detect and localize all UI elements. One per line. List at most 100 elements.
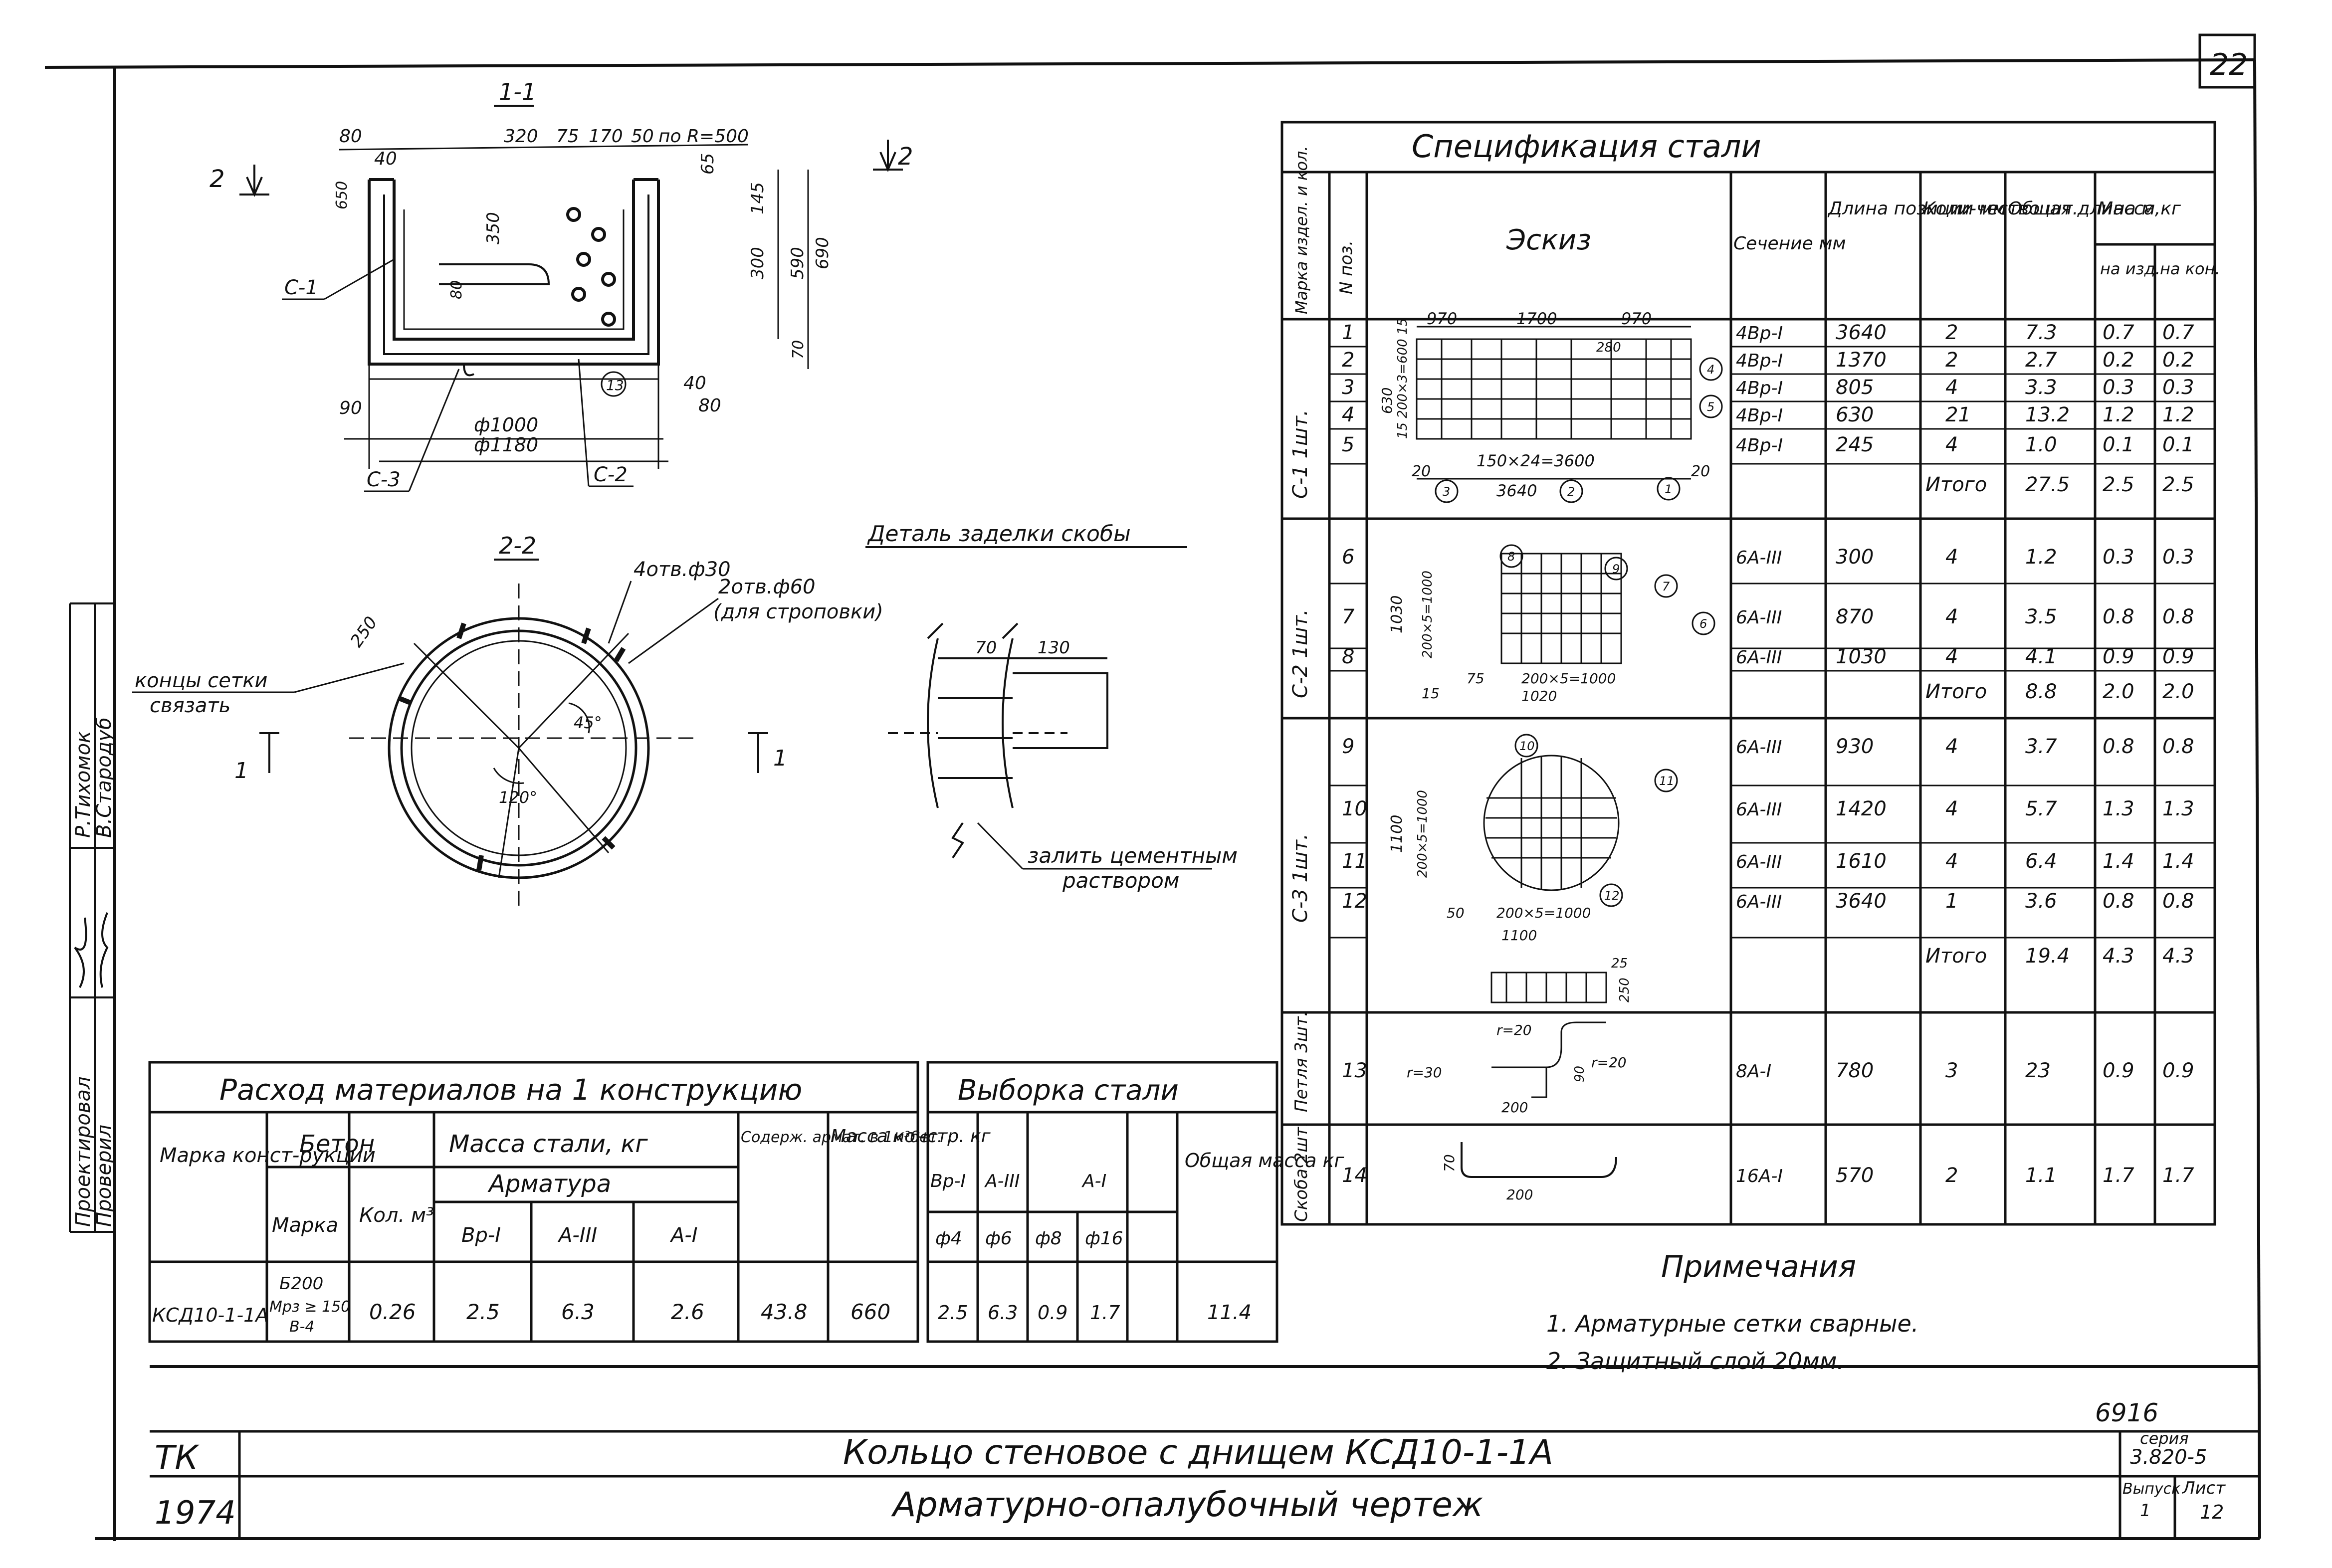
spec-cell-len: 300 bbox=[1836, 546, 1874, 569]
svg-text:ф16: ф16 bbox=[1085, 1228, 1123, 1249]
drawing-code: 6916 bbox=[2095, 1398, 2158, 1427]
mat-h-armatura: Арматура bbox=[487, 1170, 611, 1198]
callout-circle bbox=[1699, 394, 1723, 418]
svg-text:1: 1 bbox=[2140, 1501, 2151, 1521]
spec-total-m2: 4.3 bbox=[2162, 945, 2194, 968]
spec-cell-qty: 4 bbox=[1945, 735, 1958, 758]
svg-text:25: 25 bbox=[1611, 956, 1628, 971]
svg-text:200×5=1000: 200×5=1000 bbox=[1521, 670, 1616, 687]
svg-text:590: 590 bbox=[788, 247, 808, 279]
spec-cell-qty: 4 bbox=[1945, 546, 1958, 569]
spec-cell-pos: 10 bbox=[1342, 797, 1367, 820]
svg-text:1: 1 bbox=[234, 758, 248, 784]
svg-text:970: 970 bbox=[1427, 309, 1457, 328]
mat-h-a3: А-III bbox=[557, 1224, 597, 1247]
svg-text:ф1180: ф1180 bbox=[474, 434, 538, 456]
svg-text:350: 350 bbox=[483, 212, 503, 244]
section-1-1-title: 1-1 bbox=[499, 78, 536, 105]
svg-text:690: 690 bbox=[813, 237, 833, 269]
callout-circle bbox=[1559, 479, 1583, 503]
svg-text:90: 90 bbox=[339, 398, 362, 418]
spec-cell-m1: 0.3 bbox=[2103, 546, 2134, 569]
callout-circle bbox=[1435, 479, 1459, 503]
svg-text:11.4: 11.4 bbox=[1207, 1301, 1252, 1324]
spec-cell-tot: 1.2 bbox=[2025, 546, 2057, 569]
spec-cell-pos: 7 bbox=[1342, 605, 1355, 628]
svg-text:150×24=3600: 150×24=3600 bbox=[1477, 451, 1595, 470]
svg-text:300: 300 bbox=[748, 247, 768, 279]
spec-cell-sec: 4Вр-I bbox=[1736, 378, 1783, 398]
callout-number: 1 bbox=[1665, 482, 1672, 496]
svg-text:145: 145 bbox=[748, 182, 768, 214]
spec-cell-pos: 9 bbox=[1342, 735, 1354, 758]
spec-mark-c1: С-1 1шт. bbox=[1289, 409, 1312, 499]
spec-cell-len: 930 bbox=[1836, 735, 1874, 758]
spec-cell-sec: 6А-III bbox=[1736, 737, 1782, 758]
materials-title: Расход материалов на 1 конструкцию bbox=[219, 1073, 802, 1107]
spec-cell-m2: 0.3 bbox=[2162, 546, 2194, 569]
svg-text:6.3: 6.3 bbox=[988, 1302, 1018, 1324]
spec-cell-tot: 13.2 bbox=[2025, 403, 2070, 426]
svg-text:А-III: А-III bbox=[984, 1171, 1020, 1191]
callout-number: 4 bbox=[1707, 363, 1714, 377]
spec-cell-tot: 3.5 bbox=[2025, 605, 2057, 628]
spec-cell-m2: 0.9 bbox=[2162, 645, 2194, 668]
spec-cell-tot: 7.3 bbox=[2025, 321, 2057, 344]
svg-text:80: 80 bbox=[698, 395, 721, 416]
svg-text:250: 250 bbox=[347, 613, 382, 651]
spec-cell-sec: 6А-III bbox=[1736, 647, 1782, 668]
spec-cell-m2: 1.4 bbox=[2162, 850, 2194, 873]
spec-mark-c3: С-3 1шт. bbox=[1289, 833, 1312, 923]
section-2-2-title: 2-2 bbox=[499, 532, 536, 559]
callout-circle bbox=[1499, 544, 1523, 568]
spec-cell-pos: 11 bbox=[1342, 850, 1367, 873]
callout-number: 7 bbox=[1662, 580, 1670, 593]
svg-text:0.26: 0.26 bbox=[369, 1300, 416, 1324]
checked-signature bbox=[99, 912, 109, 988]
spec-total-m2: 2.0 bbox=[2162, 680, 2194, 703]
spec-h-mass-kon: на кон. bbox=[2160, 259, 2220, 278]
spec-cell-m2: 0.8 bbox=[2162, 605, 2194, 628]
holes-4-note: 4отв.ф30 bbox=[634, 558, 731, 581]
spec-cell-pos: 4 bbox=[1342, 403, 1354, 426]
mat-h-content: Содерж. армат. в 1м³бет. bbox=[741, 1129, 942, 1146]
spec-cell-qty: 4 bbox=[1945, 797, 1958, 820]
svg-text:Выпуск: Выпуск bbox=[2122, 1480, 2180, 1498]
spec-cell-pos: 2 bbox=[1342, 349, 1354, 372]
spec-cell-m2: 1.2 bbox=[2162, 403, 2194, 426]
svg-text:650: 650 bbox=[333, 181, 351, 209]
svg-text:В-4: В-4 bbox=[289, 1318, 315, 1336]
spec-cell-tot: 3.3 bbox=[2025, 376, 2057, 399]
spec-h-qty: Коли-чество шт. bbox=[1923, 198, 2078, 219]
detail-note-2: раствором bbox=[1062, 868, 1179, 893]
spec-cell-pos: 12 bbox=[1342, 890, 1367, 913]
spec-cell-m1: 0.2 bbox=[2103, 349, 2134, 372]
spec-cell-pos: 14 bbox=[1342, 1164, 1367, 1187]
cut-mark-right: 2 bbox=[898, 143, 913, 171]
spec-h-section: Сечение мм bbox=[1733, 233, 1846, 254]
spec-cell-m2: 0.8 bbox=[2162, 890, 2194, 913]
mat-h-steel: Масса стали, кг bbox=[449, 1130, 648, 1158]
svg-text:15: 15 bbox=[1422, 685, 1440, 702]
svg-text:90: 90 bbox=[1572, 1066, 1587, 1082]
section-2-2: 2-2 4отв.ф30 2отв.ф60 bbox=[132, 532, 883, 908]
materials-table: Расход материалов на 1 конструкцию Марка… bbox=[148, 1061, 991, 1343]
svg-text:20: 20 bbox=[1412, 463, 1431, 480]
spec-cell-sec: 6А-III bbox=[1736, 852, 1782, 872]
svg-text:r=30: r=30 bbox=[1407, 1064, 1442, 1081]
spec-cell-qty: 4 bbox=[1945, 605, 1958, 628]
spec-cell-sec: 6А-III bbox=[1736, 799, 1782, 820]
svg-text:75: 75 bbox=[1467, 670, 1484, 687]
sketch-c1 bbox=[1416, 326, 1692, 480]
spec-mark-loop: Петля 3шт. bbox=[1291, 1011, 1311, 1112]
spec-cell-qty: 2 bbox=[1945, 1164, 1958, 1187]
svg-text:320: 320 bbox=[504, 126, 538, 147]
spec-cell-m1: 0.3 bbox=[2103, 376, 2134, 399]
svg-text:0.9: 0.9 bbox=[1038, 1302, 1067, 1324]
page-number-box: 22 bbox=[2198, 33, 2256, 89]
svg-text:12: 12 bbox=[2200, 1501, 2224, 1523]
svg-text:r=20: r=20 bbox=[1496, 1022, 1532, 1038]
